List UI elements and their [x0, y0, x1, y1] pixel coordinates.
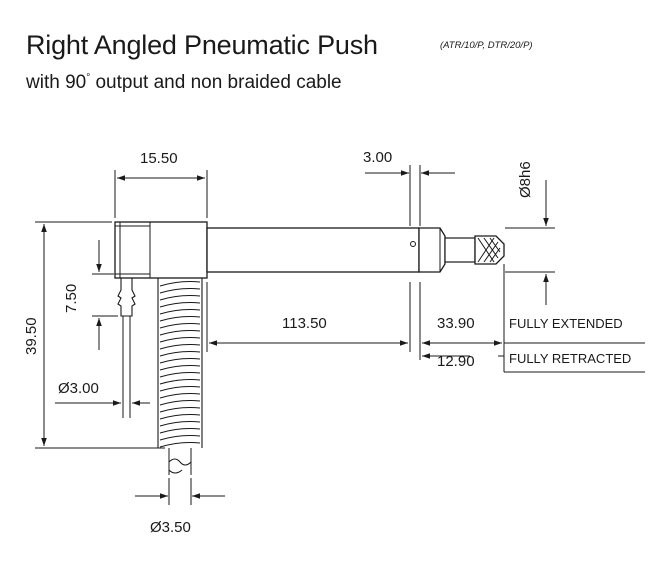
dim-shaft-diameter: Ø8h6 [517, 161, 534, 198]
dim-extended-travel: 33.90 [437, 315, 475, 332]
contact-plunger [444, 235, 505, 265]
title-text: Right Angled Pneumatic Push [26, 30, 378, 60]
dim-retracted-travel: 12.90 [437, 353, 475, 370]
page-subtitle: with 90° output and non braided cable [26, 72, 342, 94]
dim-tube-diameter: Ø3.00 [58, 380, 99, 397]
page-title: Right Angled Pneumatic Push [26, 30, 378, 61]
dim-body-width: 15.50 [140, 150, 178, 167]
dim-overall-height: 39.50 [23, 317, 40, 355]
dim-pin-length: 3.00 [363, 149, 392, 166]
gauge-barrel [206, 227, 446, 273]
output-cable [168, 448, 192, 475]
housing-body [114, 221, 208, 279]
subtitle-suffix: output and non braided cable [90, 72, 342, 93]
dim-stem-length: 113.50 [282, 315, 327, 332]
air-inlet-tube [117, 278, 136, 418]
dim-cable-diameter: Ø3.50 [150, 519, 191, 536]
subtitle-prefix: with 90 [26, 72, 87, 93]
label-fully-retracted: FULLY RETRACTED [509, 351, 631, 366]
degree-mark: ° [86, 72, 91, 84]
label-fully-extended: FULLY EXTENDED [509, 316, 623, 331]
dim-inlet-offset: 7.50 [63, 284, 80, 313]
model-codes: (ATR/10/P, DTR/20/P) [440, 40, 533, 51]
cable-strain-relief [157, 278, 203, 448]
